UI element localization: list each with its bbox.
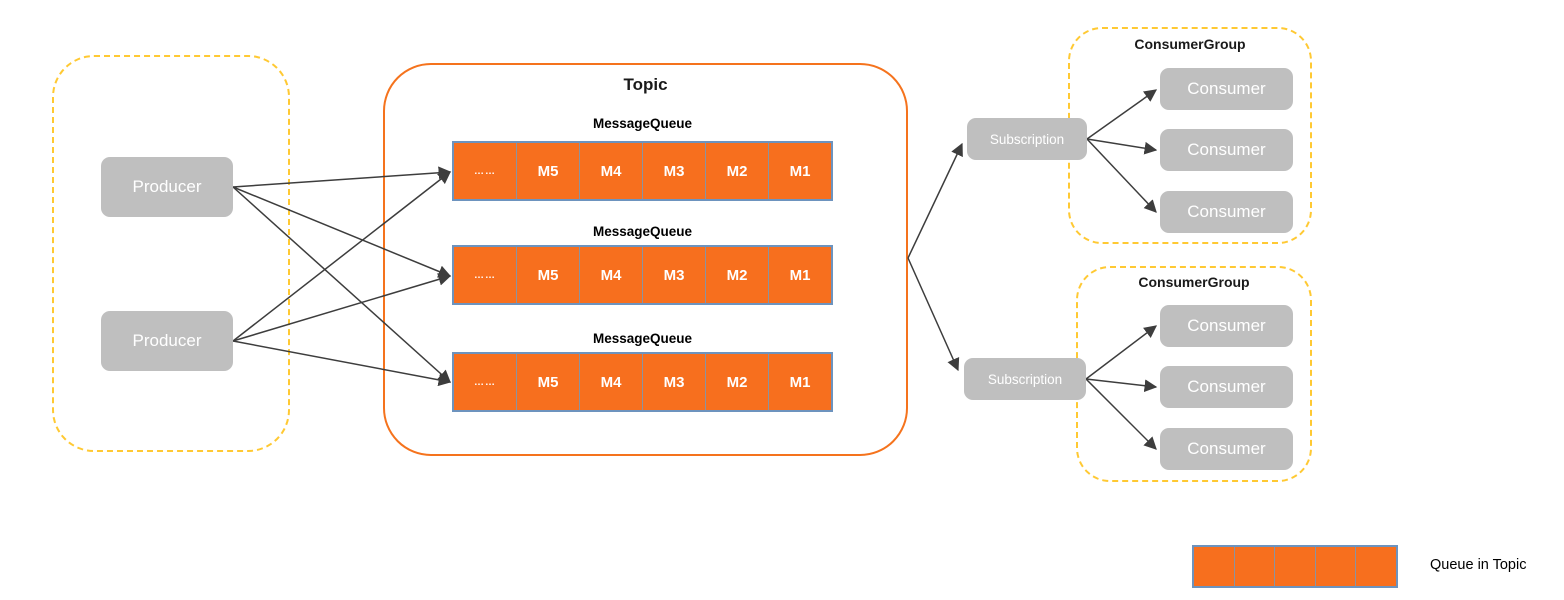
arrow-producer2-queue3: [232, 340, 452, 387]
queue3-cell-m1: M1: [789, 373, 811, 391]
queue2-cell-m4: M4: [580, 247, 643, 303]
arrow-producer2-queue2: [232, 273, 452, 342]
arrow-producer2-queue1: [232, 171, 452, 342]
messagequeue-bar-3: …… M5 M4 M3 M2 M1: [452, 352, 833, 412]
queue2-cell-m2: M2: [706, 247, 769, 303]
subscription-box-2: Subscription: [964, 358, 1086, 400]
arrow-sub2-consumer1: [1085, 325, 1158, 380]
producer-box-2: Producer: [101, 311, 233, 371]
queue1-cell-m2: M2: [706, 143, 769, 199]
queue3-cell-dots: ……: [454, 354, 517, 410]
messagequeue-label-3: MessageQueue: [592, 331, 693, 346]
queue1-cell-m4: M4: [580, 143, 643, 199]
arrow-sub2-consumer2: [1085, 378, 1158, 393]
arrow-sub2-consumer3: [1085, 378, 1157, 450]
arrow-topic-subscription2: [907, 257, 960, 372]
arrow-producer1-queue1: [232, 166, 452, 188]
queue1-cell-m3: M3: [643, 143, 706, 199]
queue1-cell-dots: ……: [454, 143, 517, 199]
arrow-producer1-queue3: [232, 186, 451, 383]
queue1-cell-m1: M1: [789, 162, 811, 180]
messagequeue-label-1: MessageQueue: [592, 116, 693, 131]
consumer-box-1-3: Consumer: [1160, 191, 1293, 233]
messagequeue-bar-2: …… M5 M4 M3 M2 M1: [452, 245, 833, 305]
legend-cell: [1316, 547, 1357, 586]
producer-box-1: Producer: [101, 157, 233, 217]
arrow-producer1-queue2: [232, 186, 452, 278]
queue2-cell-dots: ……: [454, 247, 517, 303]
queue2-cell-m3: M3: [643, 247, 706, 303]
legend-cell: [1194, 547, 1235, 586]
arrow-sub1-consumer3: [1086, 138, 1157, 213]
arrow-sub1-consumer1: [1086, 89, 1158, 140]
queue3-cell-m4: M4: [580, 354, 643, 410]
consumer-box-1-2: Consumer: [1160, 129, 1293, 171]
legend-cell: [1235, 547, 1276, 586]
consumer-box-1-1: Consumer: [1160, 68, 1293, 110]
consumer-box-2-1: Consumer: [1160, 305, 1293, 347]
consumer-box-2-2: Consumer: [1160, 366, 1293, 408]
queue2-cell-m1: M1: [789, 266, 811, 284]
consumer-group-title-1: ConsumerGroup: [1134, 36, 1246, 52]
legend-cell: [1356, 547, 1396, 586]
arrow-sub1-consumer2: [1086, 138, 1158, 155]
queue3-cell-m5: M5: [517, 354, 580, 410]
subscription-box-1: Subscription: [967, 118, 1087, 160]
legend-label: Queue in Topic: [1430, 557, 1527, 573]
arrow-topic-subscription1: [907, 142, 963, 259]
queue3-cell-m3: M3: [643, 354, 706, 410]
queue1-cell-m5: M5: [517, 143, 580, 199]
queue3-cell-m2: M2: [706, 354, 769, 410]
producer-group-container: [52, 55, 290, 452]
consumer-group-title-2: ConsumerGroup: [1138, 274, 1250, 290]
legend-queue-bar: [1192, 545, 1398, 588]
messagequeue-label-2: MessageQueue: [592, 224, 693, 239]
messagequeue-bar-1: …… M5 M4 M3 M2 M1: [452, 141, 833, 201]
topic-title: Topic: [623, 75, 668, 94]
consumer-box-2-3: Consumer: [1160, 428, 1293, 470]
queue2-cell-m5: M5: [517, 247, 580, 303]
topic-container: [383, 63, 908, 456]
legend-cell: [1275, 547, 1316, 586]
